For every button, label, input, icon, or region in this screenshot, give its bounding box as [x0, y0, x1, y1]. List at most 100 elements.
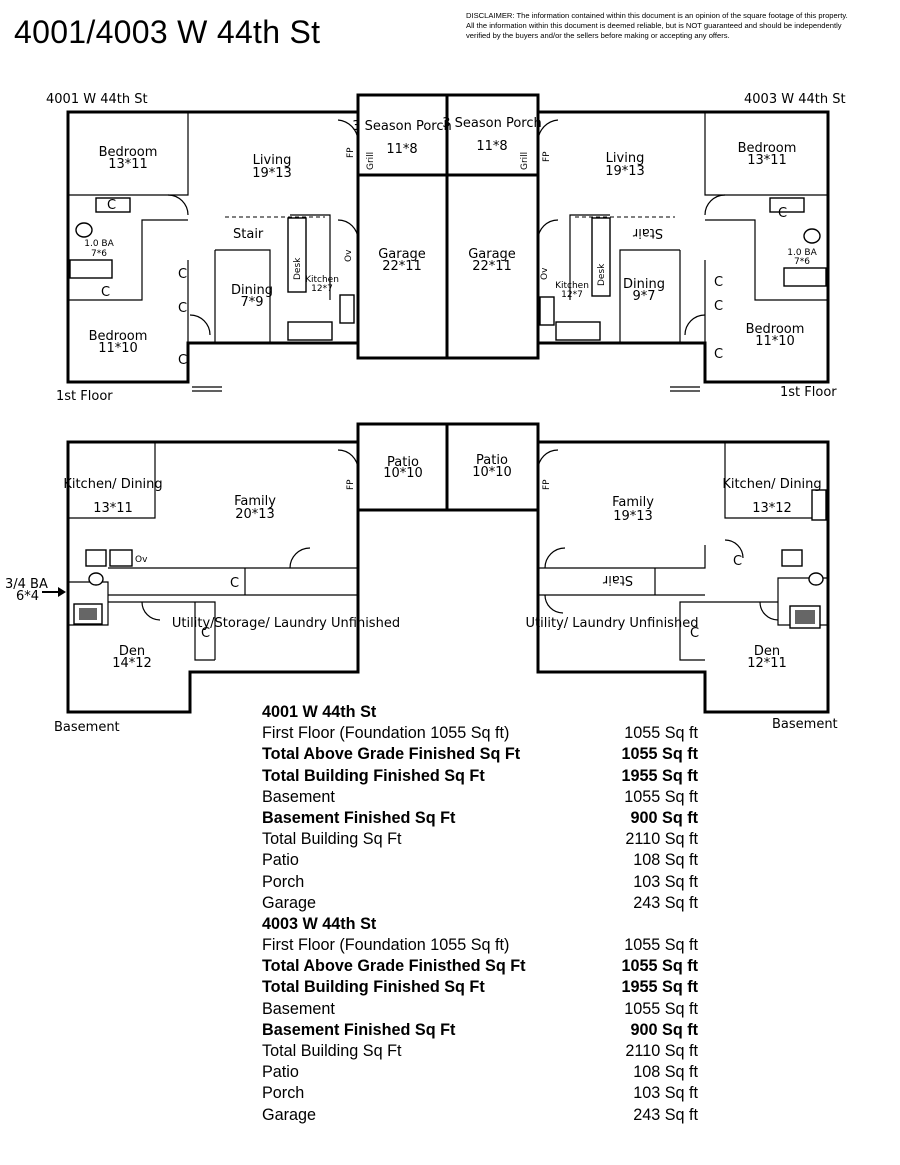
closet-label: C: [733, 554, 742, 569]
room-size: 10*10: [472, 465, 512, 480]
row-value: 1055 Sq ft: [624, 724, 698, 743]
disclaimer-text: DISCLAIMER: The information contained wi…: [466, 11, 848, 41]
closet-label: C: [178, 267, 187, 282]
grill-label: Grill: [520, 152, 530, 170]
room-name: Garage: [468, 247, 516, 262]
row-label: Total Above Grade Finisthed Sq Ft: [262, 957, 526, 976]
room-size: 11*8: [386, 142, 417, 157]
room-name: Bedroom: [746, 322, 805, 337]
row-value: 2110 Sq ft: [625, 1042, 698, 1060]
room-size: 9*7: [632, 289, 655, 304]
row-value: 103 Sq ft: [633, 872, 698, 891]
desk-label: Desk: [597, 263, 607, 286]
room-name: Utility/Storage/ Laundry Unfinished: [172, 616, 400, 631]
left-address-label: 4001 W 44th St: [46, 92, 148, 107]
basement-walls: [42, 422, 830, 714]
room-size: 20*13: [235, 507, 275, 522]
oven-label: Ov: [344, 249, 354, 262]
row-label: Patio: [262, 1063, 299, 1082]
unit-4001-table: 4001 W 44th St First Floor (Foundation 1…: [262, 702, 702, 914]
row-label: Basement: [262, 999, 335, 1018]
room-size: 13*11: [108, 157, 148, 172]
room-name: Kitchen/ Dining: [63, 477, 162, 492]
row-value: 1055 Sq ft: [624, 999, 698, 1018]
table-row: Basement 1055 Sq ft: [262, 999, 702, 1020]
row-label: Basement: [262, 787, 335, 806]
room-size: 22*11: [472, 259, 512, 274]
table-row: Total Building Sq Ft 2110 Sq ft: [262, 1041, 702, 1062]
room-name: Living: [606, 151, 645, 166]
table-heading: 4003 W 44th St: [262, 914, 377, 933]
row-value: 1955 Sq ft: [621, 978, 698, 997]
row-label: Total Building Finished Sq Ft: [262, 766, 485, 785]
room-name: Den: [754, 644, 780, 659]
row-label: Porch: [262, 872, 305, 891]
room-size: 10*10: [383, 466, 423, 481]
row-label: Garage: [262, 1105, 316, 1124]
unit-4003-table: 4003 W 44th St First Floor (Foundation 1…: [262, 914, 702, 1126]
room-name: Kitchen: [555, 281, 589, 291]
room-size: 12*7: [311, 284, 333, 294]
room-name: Dining: [231, 283, 273, 298]
table-row: First Floor (Foundation 1055 Sq ft)1055 …: [262, 935, 702, 956]
square-footage-summary: 4001 W 44th St First Floor (Foundation 1…: [262, 702, 702, 1126]
stair-label-flipped: Stair: [632, 225, 663, 240]
room-name: Living: [253, 153, 292, 168]
room-name: Bedroom: [89, 329, 148, 344]
room-name: 3 Season Porch: [352, 119, 452, 134]
room-name: Family: [234, 494, 276, 509]
bath-size: 6*4: [16, 589, 39, 604]
row-label: Total Building Sq Ft: [262, 830, 402, 849]
room-size: 19*13: [252, 166, 292, 181]
room-size: 22*11: [382, 259, 422, 274]
table-heading: 4001 W 44th St: [262, 703, 377, 721]
closet-label: C: [778, 206, 787, 221]
row-value: 243 Sq ft: [633, 893, 698, 912]
room-name: Bedroom: [99, 145, 158, 160]
first-floor-walls: [66, 93, 830, 392]
right-basement-label: Basement: [772, 717, 838, 732]
room-size: 7*6: [794, 257, 810, 267]
room-size: 12*11: [747, 656, 787, 671]
closet-label: C: [178, 301, 187, 316]
fireplace-label: FP: [346, 147, 356, 158]
room-size: 14*12: [112, 656, 152, 671]
room-size: 11*8: [476, 139, 507, 154]
room-name: Utility/ Laundry Unfinished: [526, 616, 699, 631]
row-value: 1055 Sq ft: [624, 936, 698, 955]
closet-label: C: [201, 626, 210, 641]
row-label: Total Building Sq Ft: [262, 1042, 402, 1060]
room-size: 11*10: [755, 334, 795, 349]
closet-label: C: [230, 576, 239, 591]
row-value: 103 Sq ft: [633, 1084, 698, 1103]
closet-label: C: [178, 353, 187, 368]
bath-name: 3/4 BA: [5, 577, 48, 592]
room-name: Garage: [378, 247, 426, 262]
row-label: Basement Finished Sq Ft: [262, 808, 456, 827]
right-unit-outline: [538, 110, 830, 384]
row-label: Basement Finished Sq Ft: [262, 1020, 456, 1039]
row-label: Porch: [262, 1084, 305, 1103]
row-label: Total Above Grade Finished Sq Ft: [262, 745, 521, 764]
table-row: First Floor (Foundation 1055 Sq ft)1055 …: [262, 723, 702, 744]
table-row: Basement 1055 Sq ft: [262, 787, 702, 808]
row-value: 1955 Sq ft: [621, 766, 698, 785]
row-value: 2110 Sq ft: [625, 830, 698, 849]
room-size: 7*6: [91, 249, 107, 259]
room-size: 19*13: [613, 509, 653, 524]
room-name: Kitchen/ Dining: [722, 477, 821, 492]
room-size: 13*12: [752, 501, 792, 516]
table-row: Total Building Sq Ft 2110 Sq ft: [262, 829, 702, 850]
right-floor-label: 1st Floor: [780, 385, 837, 400]
row-value: 1055 Sq ft: [624, 787, 698, 806]
row-value: 108 Sq ft: [633, 851, 698, 870]
closet-label: C: [714, 275, 723, 290]
room-size: 13*11: [93, 501, 133, 516]
left-unit-outline: [66, 110, 358, 384]
room-name: 3 Season Porch: [442, 116, 542, 131]
